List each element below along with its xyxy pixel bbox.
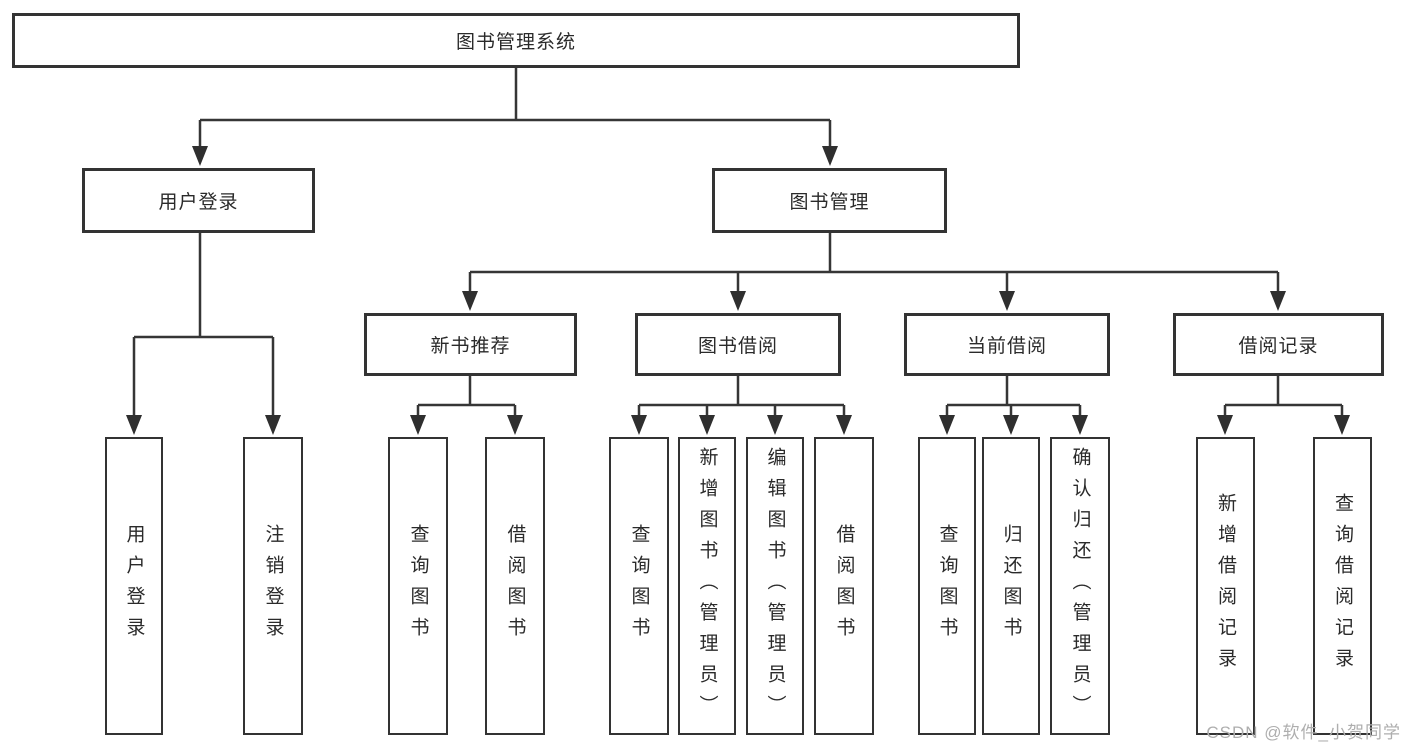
node-book-management: 图书管理 xyxy=(712,168,947,233)
node-label: 借阅图书 xyxy=(833,524,855,648)
node-borrow-books-leaf: 借阅图书 xyxy=(814,437,874,735)
node-book-borrowing: 图书借阅 xyxy=(635,313,841,376)
node-label: 当前借阅 xyxy=(966,336,1047,357)
node-edit-books-admin: 编辑图书（管理员） xyxy=(746,437,804,735)
node-label: 借阅图书 xyxy=(504,524,526,648)
watermark: CSDN @软件_小贺同学 xyxy=(1206,723,1401,742)
node-label: 图书管理系统 xyxy=(455,32,576,53)
arrowheads xyxy=(126,146,1350,435)
node-query-books-recommend: 查询图书 xyxy=(388,437,448,735)
node-label: 注销登录 xyxy=(262,524,284,648)
node-user-login: 用户登录 xyxy=(82,168,315,233)
node-label: 用户登录 xyxy=(123,524,145,648)
node-query-borrow-record: 查询借阅记录 xyxy=(1313,437,1372,735)
node-label: 图书管理 xyxy=(789,192,870,213)
node-new-book-recommend: 新书推荐 xyxy=(364,313,577,376)
node-label: 确认归还（管理员） xyxy=(1069,446,1091,726)
node-label: 新书推荐 xyxy=(430,336,511,357)
node-library-management-system: 图书管理系统 xyxy=(12,13,1020,68)
node-label: 查询借阅记录 xyxy=(1332,493,1353,679)
node-label: 新增图书（管理员） xyxy=(696,446,718,726)
node-borrowing-records: 借阅记录 xyxy=(1173,313,1384,376)
node-label: 归还图书 xyxy=(1000,524,1022,648)
node-current-borrowing: 当前借阅 xyxy=(904,313,1110,376)
node-label: 查询图书 xyxy=(407,524,429,648)
node-label: 查询图书 xyxy=(628,524,650,648)
node-add-borrow-record: 新增借阅记录 xyxy=(1196,437,1255,735)
node-label: 新增借阅记录 xyxy=(1215,493,1236,679)
node-confirm-return-admin: 确认归还（管理员） xyxy=(1050,437,1110,735)
node-borrow-books-recommend: 借阅图书 xyxy=(485,437,545,735)
node-label: 借阅记录 xyxy=(1238,336,1319,357)
node-return-books: 归还图书 xyxy=(982,437,1040,735)
node-logout: 注销登录 xyxy=(243,437,303,735)
node-label: 编辑图书（管理员） xyxy=(764,446,786,726)
node-label: 用户登录 xyxy=(158,192,239,213)
node-add-books-admin: 新增图书（管理员） xyxy=(678,437,736,735)
node-label: 图书借阅 xyxy=(697,336,778,357)
node-query-books-borrow: 查询图书 xyxy=(609,437,669,735)
node-label: 查询图书 xyxy=(936,524,958,648)
node-query-books-current: 查询图书 xyxy=(918,437,976,735)
node-user-login-leaf: 用户登录 xyxy=(105,437,163,735)
